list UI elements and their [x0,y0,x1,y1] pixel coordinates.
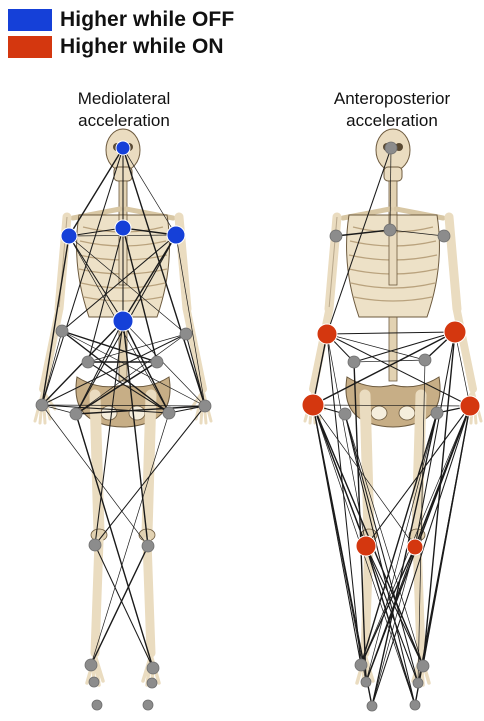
sensor-node-higher-off [167,226,185,244]
sensor-node-higher-off [61,228,77,244]
sensor-node [163,407,175,419]
sensor-node [431,407,443,419]
skeleton-right [305,129,481,685]
sensor-node [85,659,97,671]
sensor-node [361,677,371,687]
sensor-node [419,354,431,366]
sensor-node [82,356,94,368]
sensor-node [330,230,342,242]
sensor-node [143,700,153,710]
sensor-node [384,224,396,236]
sensor-node-higher-on [407,539,423,555]
sensor-node-higher-off [113,311,133,331]
sensor-node [438,230,450,242]
sensor-node [89,539,101,551]
sensor-node-higher-on [460,396,480,416]
network-edge [327,334,425,360]
sensor-node [89,677,99,687]
sensor-node [92,700,102,710]
sensor-node-higher-off [115,220,131,236]
sensor-node [36,399,48,411]
sensor-node [417,660,429,672]
network-edge [313,405,470,406]
network-edge [42,405,205,406]
sensor-node-higher-on [317,324,337,344]
sensor-node [180,328,192,340]
network-edge [42,236,69,405]
sensor-node [147,678,157,688]
sensor-node [410,700,420,710]
sensor-node [151,356,163,368]
sensor-node-higher-on [302,394,324,416]
sensor-node-higher-off [116,141,130,155]
sensor-node-higher-on [444,321,466,343]
sensor-node [348,356,360,368]
sensor-node [367,701,377,711]
sensor-node [142,540,154,552]
sensor-node [339,408,351,420]
sensor-node [147,662,159,674]
sensor-node-higher-on [356,536,376,556]
sensor-node [70,408,82,420]
sensor-node [355,659,367,671]
sensor-node [385,142,397,154]
sensor-node [199,400,211,412]
sensor-node [413,678,423,688]
network-edge [76,414,153,668]
sensor-node [56,325,68,337]
